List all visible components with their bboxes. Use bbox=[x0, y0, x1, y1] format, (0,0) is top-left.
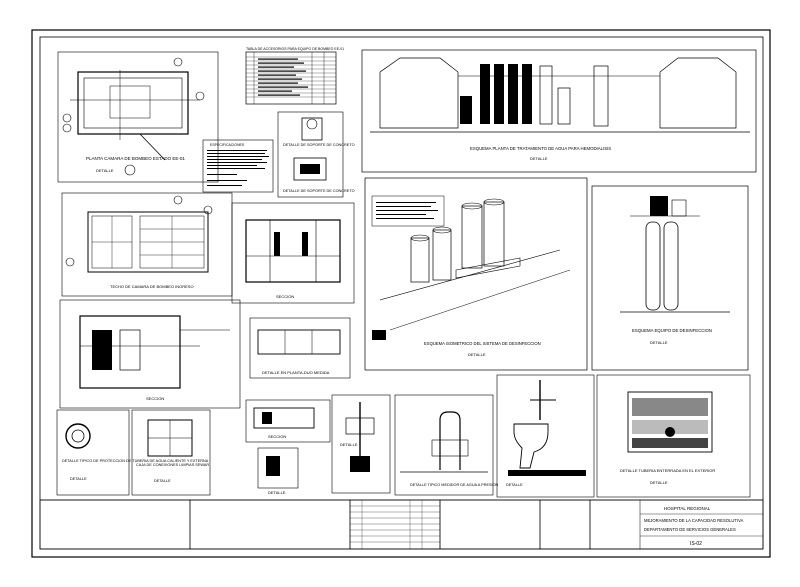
tuberia-tag: DETALLE bbox=[650, 480, 668, 485]
medidor-title: DETALLE TIPICO MEDIDOR DE AGUA A PRESION bbox=[410, 483, 499, 487]
seccion-1-title: SECCION bbox=[276, 294, 294, 299]
project-line1: HOSPITAL REGIONAL bbox=[664, 506, 711, 511]
camara-techo-title: TECHO DE CAMARA DE BOMBEO INGRESO bbox=[110, 284, 194, 289]
detail-soporte: DETALLE DE SOPORTE DE CONCRETO DETALLE D… bbox=[277, 111, 355, 198]
camara-plan-tag: DETALLE bbox=[96, 168, 114, 173]
isometrico-title: ESQUEMA ISOMETRICO DEL SISTEMA DE DESINF… bbox=[424, 341, 541, 346]
detail-seccion-3: SECCION DETALLE bbox=[245, 399, 331, 495]
soporte-subtitle: DETALLE DE SOPORTE DE CONCRETO bbox=[283, 189, 355, 193]
camara-plan-title: PLANTA CAMARA DE BOMBEO ESTADO EE-01 bbox=[86, 156, 185, 161]
detail-camara-techo: TECHO DE CAMARA DE BOMBEO INGRESO bbox=[61, 192, 233, 297]
detalle-b-title: DETALLE bbox=[340, 442, 358, 447]
caja-tag: DETALLE bbox=[154, 479, 171, 483]
accessories-table-title: TABLA DE ACCESORIOS PARA EQUIPO DE BOMBE… bbox=[246, 47, 344, 51]
caja-title: CAJA DE CONEXIONES LIMPIAS SEWAR bbox=[136, 463, 209, 467]
desinfeccion-tag: DETALLE bbox=[650, 340, 668, 345]
proteccion-tag: DETALLE bbox=[70, 477, 87, 481]
seccion-2-title: SECCION bbox=[146, 396, 164, 401]
desinfeccion-title: ESQUEMA EQUIPO DE DESINFECCION bbox=[632, 328, 712, 333]
detail-inodoro: DETALLE bbox=[496, 374, 595, 498]
project-line3: DEPARTAMENTO DE SERVICIOS GENERALES bbox=[644, 527, 736, 532]
detail-accessories-table: TABLA DE ACCESORIOS PARA EQUIPO DE BOMBE… bbox=[245, 47, 344, 105]
detail-proteccion: DETALLE TIPICO DE PROTECCION DE TUBERIA … bbox=[56, 409, 209, 496]
seccion-3-title: SECCION bbox=[268, 434, 286, 439]
tratamiento-title: ESQUEMA PLANTA DE TRATAMIENTO DE AGUA PA… bbox=[470, 146, 611, 151]
detail-pisos: DETALLE EN PLANTA-DUO MEDIDA bbox=[249, 317, 351, 379]
detail-medidor: DETALLE TIPICO MEDIDOR DE AGUA A PRESION bbox=[394, 394, 499, 496]
detail-notes: ESPECIFICACIONES bbox=[202, 139, 274, 193]
soporte-title: DETALLE DE SOPORTE DE CONCRETO bbox=[283, 143, 355, 147]
detail-desinfeccion: ESQUEMA EQUIPO DE DESINFECCION DETALLE bbox=[591, 185, 749, 371]
notes-title: ESPECIFICACIONES bbox=[210, 143, 245, 147]
project-line2: MEJORAMIENTO DE LA CAPACIDAD RESOLUTIVA bbox=[644, 518, 744, 523]
detail-camara-plan: PLANTA CAMARA DE BOMBEO ESTADO EE-01 DET… bbox=[57, 51, 219, 183]
title-block: HOSPITAL REGIONAL MEJORAMIENTO DE LA CAP… bbox=[39, 499, 764, 550]
outer-border bbox=[31, 29, 771, 558]
detail-seccion-1: SECCION bbox=[231, 202, 355, 304]
isometrico-tag: DETALLE bbox=[468, 352, 486, 357]
detalle-a-title: DETALLE bbox=[268, 490, 286, 495]
detail-caja: CAJA DE CONEXIONES LIMPIAS SEWAR DETALLE bbox=[131, 409, 211, 496]
detail-tratamiento: ESQUEMA PLANTA DE TRATAMIENTO DE AGUA PA… bbox=[361, 49, 757, 173]
sheet-code: IS-02 bbox=[690, 541, 702, 547]
detail-tuberia: DETALLE TUBERIA ENTERRADA EN EL EXTERIOR… bbox=[596, 374, 751, 498]
tuberia-title: DETALLE TUBERIA ENTERRADA EN EL EXTERIOR bbox=[620, 468, 715, 473]
detail-b: DETALLE bbox=[331, 394, 391, 494]
detail-isometrico: ESQUEMA ISOMETRICO DEL SISTEMA DE DESINF… bbox=[364, 177, 588, 371]
proteccion-title: DETALLE TIPICO DE PROTECCION DE TUBERIA … bbox=[62, 459, 209, 463]
pisos-title: DETALLE EN PLANTA-DUO MEDIDA bbox=[262, 370, 330, 375]
tratamiento-tag: DETALLE bbox=[530, 156, 548, 161]
detail-seccion-2: SECCION bbox=[59, 299, 241, 409]
inodoro-title: DETALLE bbox=[506, 483, 523, 487]
